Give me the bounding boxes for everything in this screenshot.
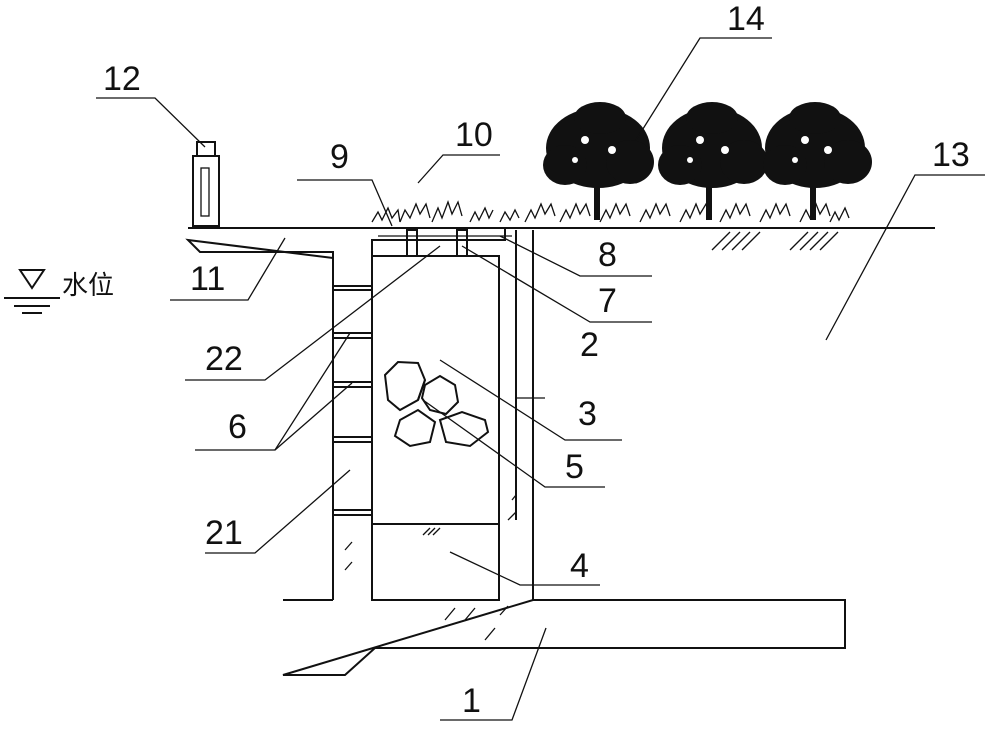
drain-openings xyxy=(333,286,372,515)
label-5: 5 xyxy=(565,448,584,486)
label-1: 1 xyxy=(462,682,481,720)
label-4: 4 xyxy=(570,547,589,585)
label-21: 21 xyxy=(205,514,243,552)
label-8: 8 xyxy=(598,236,617,274)
water-gauge xyxy=(193,142,219,226)
label-14: 14 xyxy=(727,0,765,38)
trees xyxy=(543,102,872,220)
pipe-22 xyxy=(407,230,417,256)
label-6: 6 xyxy=(228,408,247,446)
label-13: 13 xyxy=(932,136,970,174)
water-level-label: 水位 xyxy=(62,271,114,301)
label-10: 10 xyxy=(455,116,493,154)
section-hatches xyxy=(345,232,838,640)
label-9: 9 xyxy=(330,138,349,176)
label-2: 2 xyxy=(580,326,599,364)
water-level-symbol xyxy=(4,270,60,313)
label-7: 7 xyxy=(598,282,617,320)
ground-plants xyxy=(372,202,849,222)
base-slab xyxy=(283,600,845,675)
label-11: 11 xyxy=(190,260,225,298)
inner-chamber xyxy=(372,256,499,600)
pipe-7 xyxy=(457,230,467,256)
label-22: 22 xyxy=(205,340,243,378)
stones xyxy=(385,362,488,446)
label-12: 12 xyxy=(103,60,141,98)
label-3: 3 xyxy=(578,395,597,433)
